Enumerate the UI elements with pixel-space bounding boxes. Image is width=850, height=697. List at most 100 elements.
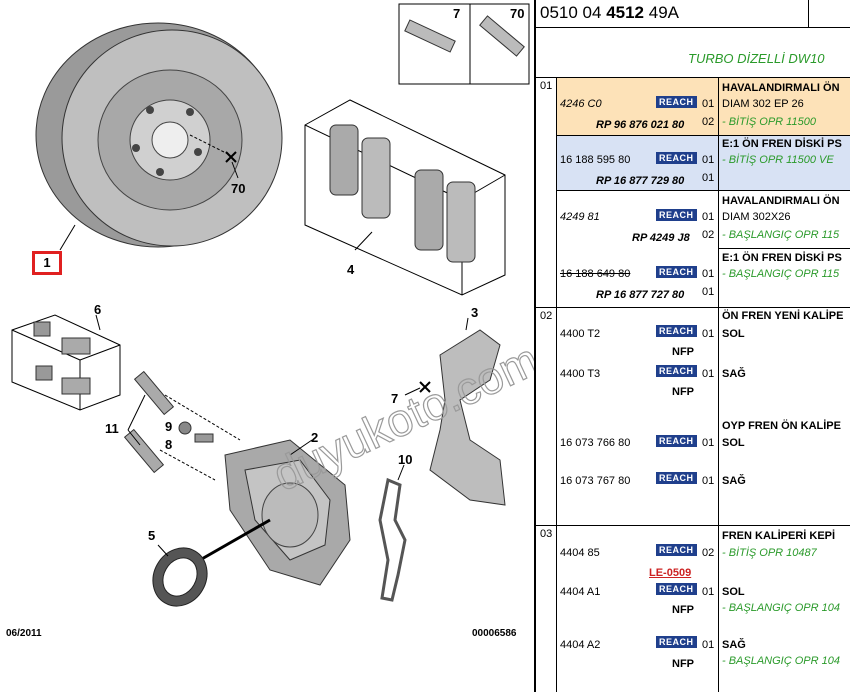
quantity: 01 [702, 98, 715, 110]
callout-10[interactable]: 10 [398, 452, 413, 467]
reference: 16 073 767 80 [560, 475, 631, 487]
reference: 4404 85 [560, 547, 600, 559]
description: HAVALANDIRMALI ÖN [722, 82, 840, 94]
callout-2[interactable]: 2 [311, 430, 319, 445]
callout-70[interactable]: 70 [231, 181, 246, 196]
brake-pads-drawing[interactable] [304, 99, 506, 296]
le-link[interactable]: LE-0509 [649, 567, 692, 579]
callout-6[interactable]: 6 [94, 302, 102, 317]
reference: 4400 T2 [560, 328, 601, 340]
exploded-diagram: duyukoto.com 1 2 3 4 5 6 7 8 9 10 11 70 … [6, 3, 547, 639]
description: E:1 ÖN FREN DİSKİ PS [722, 138, 842, 150]
description: DIAM 302X26 [722, 211, 791, 223]
reference: 4249 81 [560, 211, 600, 223]
caliper-bracket-drawing[interactable] [429, 329, 506, 506]
callout-11[interactable]: 11 [105, 421, 119, 436]
callout-5[interactable]: 5 [148, 528, 156, 543]
description: SOL [722, 328, 745, 340]
group-03: 03 FREN KALİPERİ KEPİ 4404 85 REACH LE-0… [536, 526, 850, 692]
opr-note: - BİTİŞ OPR 10487 [722, 547, 817, 559]
rp-number: RP 96 876 021 80 [596, 119, 685, 131]
reference: 4246 C0 [560, 98, 602, 110]
description: SOL [722, 586, 745, 598]
opr-note: - BAŞLANGIÇ OPR 104 [722, 655, 840, 667]
description: SOL [722, 437, 745, 449]
nfp-flag: NFP [672, 346, 694, 358]
reach-badge: REACH [656, 325, 697, 337]
diagram-date: 06/2011 [6, 628, 42, 639]
quantity: 01 [702, 172, 715, 184]
inset-label-70: 70 [510, 6, 525, 21]
quantity: 02 [702, 116, 715, 128]
opr-note: - BAŞLANGIÇ OPR 115 [722, 268, 840, 280]
nfp-flag: NFP [672, 604, 694, 616]
callout-3[interactable]: 3 [471, 305, 479, 320]
bushing-kit-drawing[interactable] [11, 314, 121, 411]
description: DIAM 302 EP 26 [722, 98, 804, 110]
opr-note: - BİTİŞ OPR 11500 [722, 116, 816, 128]
quantity: 01 [702, 154, 715, 166]
reach-badge: REACH [656, 472, 697, 484]
group-number: 03 [540, 528, 553, 540]
group-heading: ÖN FREN YENİ KALİPE [722, 310, 844, 322]
quantity: 01 [702, 328, 715, 340]
quantity: 01 [702, 475, 715, 487]
rp-number: RP 16 877 727 80 [596, 289, 685, 301]
opr-note: - BAŞLANGIÇ OPR 115 [722, 229, 840, 241]
piston-seal-drawing[interactable] [142, 538, 217, 616]
group-heading: FREN KALİPERİ KEPİ [722, 530, 836, 542]
reach-badge: REACH [656, 544, 697, 556]
guide-pins-drawing[interactable] [123, 370, 241, 481]
model-title: TURBO DİZELLİ DW10 [688, 51, 825, 66]
model-title-row: TURBO DİZELLİ DW10 [536, 27, 850, 78]
group-01: 01 4246 C0 REACH RP 96 876 021 80 01 02 … [536, 78, 850, 308]
rp-number: RP 16 877 729 80 [596, 175, 685, 187]
group-number: 01 [540, 80, 553, 92]
part-number-header: 0510 04 4512 49A [536, 0, 850, 28]
group-number: 02 [540, 310, 553, 322]
callout-7[interactable]: 7 [391, 391, 399, 406]
quantity: 01 [702, 268, 715, 280]
reach-badge: REACH [656, 96, 697, 108]
reach-badge: REACH [656, 266, 697, 278]
description: SAĞ [722, 368, 746, 380]
quantity: 01 [702, 211, 715, 223]
drawing-number: 00006586 [472, 628, 517, 639]
quantity: 02 [702, 547, 715, 559]
quantity: 01 [702, 639, 715, 651]
spring-clip-drawing[interactable] [378, 477, 407, 602]
brake-assembly-drawing: duyukoto.com [11, 3, 547, 616]
callout-9[interactable]: 9 [165, 419, 173, 434]
callout-4[interactable]: 4 [347, 262, 355, 277]
reach-badge: REACH [656, 636, 697, 648]
inset-label-7: 7 [453, 6, 461, 21]
reference: 16 188 649 80 [560, 268, 631, 280]
quantity: 01 [702, 368, 715, 380]
callout-8[interactable]: 8 [165, 437, 173, 452]
reach-badge: REACH [656, 152, 697, 164]
opr-note: - BAŞLANGIÇ OPR 104 [722, 602, 840, 614]
caliper-drawing[interactable] [224, 439, 351, 586]
quantity: 02 [702, 229, 715, 241]
brake-disc-drawing[interactable] [35, 22, 283, 248]
reference: 4404 A1 [560, 586, 601, 598]
callout-1[interactable]: 1 [32, 251, 62, 275]
group-02: 02 ÖN FREN YENİ KALİPE 4400 T2 REACH NFP… [536, 308, 850, 526]
description: SAĞ [722, 475, 746, 487]
nfp-flag: NFP [672, 386, 694, 398]
reach-badge: REACH [656, 435, 697, 447]
reference: 4400 T3 [560, 368, 601, 380]
quantity: 01 [702, 586, 715, 598]
reach-badge: REACH [656, 209, 697, 221]
fastener-inset[interactable] [398, 3, 530, 85]
quantity: 01 [702, 437, 715, 449]
reference: 16 188 595 80 [560, 154, 631, 166]
reference: 4404 A2 [560, 639, 601, 651]
parts-list-panel: 0510 04 4512 49A TURBO DİZELLİ DW10 01 4… [534, 0, 850, 692]
description: E:1 ÖN FREN DİSKİ PS [722, 252, 842, 264]
rp-number: RP 4249 J8 [632, 232, 690, 244]
description: SAĞ [722, 639, 746, 651]
part-number: 0510 04 4512 49A [540, 3, 679, 22]
quantity: 01 [702, 286, 715, 298]
reach-badge: REACH [656, 365, 697, 377]
